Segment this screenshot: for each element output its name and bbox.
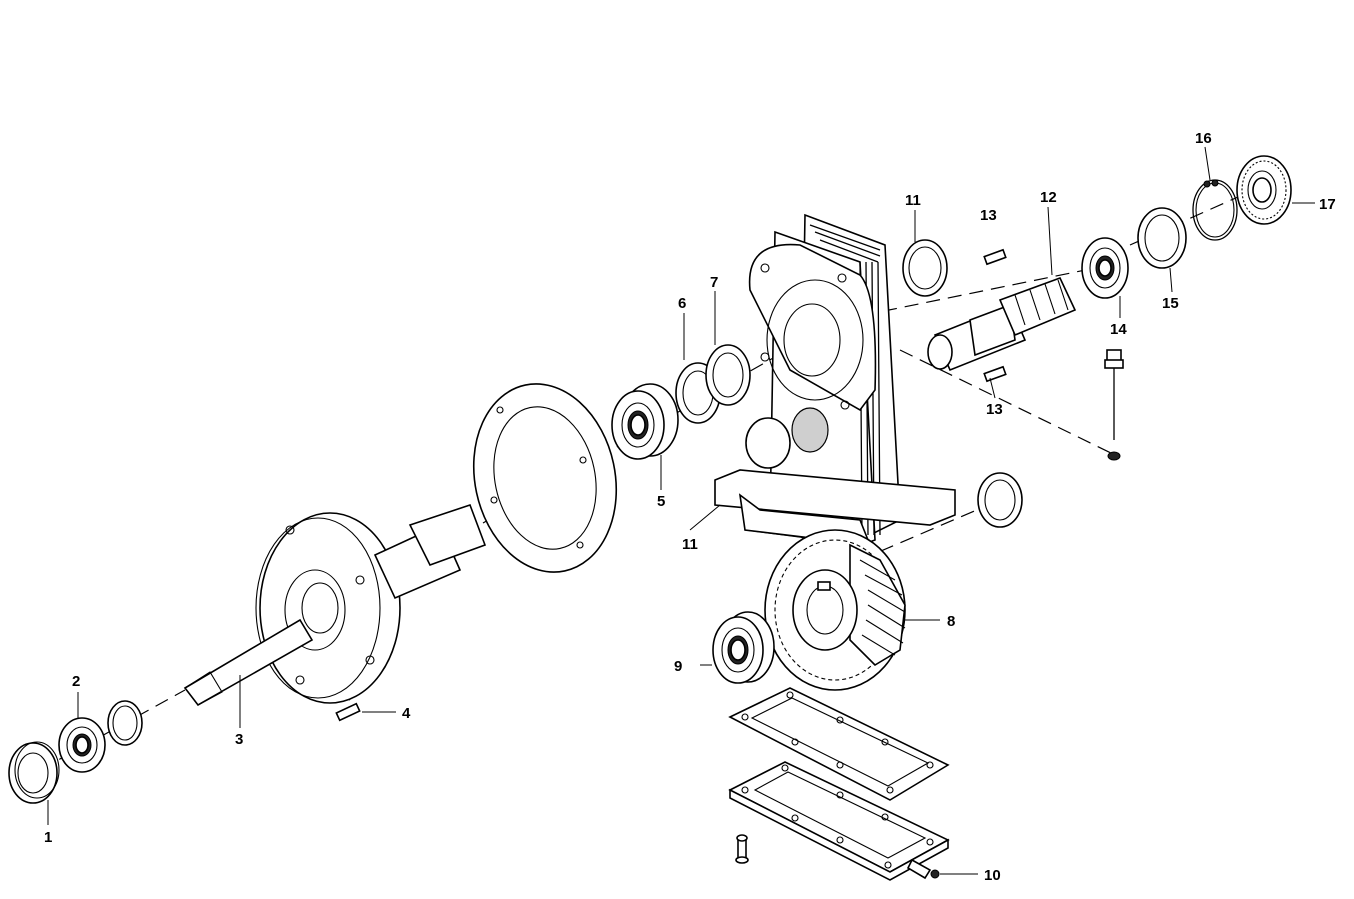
- part-1-oil-seal: [8, 741, 60, 804]
- part-11-ring-lower: [977, 472, 1023, 528]
- label-part-14: 14: [1110, 321, 1127, 338]
- label-part-5: 5: [657, 493, 665, 510]
- bottom-cover-plate: [728, 761, 950, 881]
- dipstick-plug: [1104, 349, 1124, 461]
- part-5-roller-bearing: [611, 383, 679, 460]
- label-part-4: 4: [402, 705, 411, 722]
- label-part-16: 16: [1195, 130, 1212, 147]
- part-17-oil-seal: [1236, 155, 1292, 225]
- part-10-bolts: [735, 834, 940, 880]
- cover-gasket-plate: [728, 687, 950, 801]
- part-15-spacer-ring: [1137, 207, 1187, 269]
- label-part-17: 17: [1319, 196, 1336, 213]
- part-14-bearing: [1081, 237, 1129, 299]
- label-part-11-lower: 11: [682, 536, 698, 553]
- part-3-input-shaft-flange: [183, 503, 487, 707]
- part-4-key: [335, 702, 361, 722]
- part-8-gear: [764, 529, 906, 691]
- part-9-roller-bearing: [712, 611, 775, 684]
- label-part-12: 12: [1040, 189, 1057, 206]
- part-12-output-shaft: [927, 276, 1077, 372]
- part-7-shim-ring: [705, 344, 751, 406]
- part-13-key-lower: [983, 365, 1007, 383]
- label-part-6: 6: [678, 295, 686, 312]
- leader-lines: [47, 146, 1315, 875]
- callout-labels: 1 2 3 4 5 6 7 8 9 10 11 11 12 13 13 14 1…: [44, 130, 1336, 884]
- small-o-ring: [107, 700, 143, 746]
- label-part-11-upper: 11: [905, 192, 921, 209]
- label-part-13-upper: 13: [980, 207, 997, 224]
- part-16-circlip: [1192, 179, 1238, 241]
- label-part-3: 3: [235, 731, 243, 748]
- label-part-1: 1: [44, 829, 52, 846]
- label-part-7: 7: [710, 274, 718, 291]
- label-part-8: 8: [947, 613, 955, 630]
- label-part-13-lower: 13: [986, 401, 1003, 418]
- flange-gasket: [472, 383, 618, 573]
- part-2-bearing: [58, 717, 106, 773]
- label-part-2: 2: [72, 673, 80, 690]
- label-part-15: 15: [1162, 295, 1179, 312]
- label-part-10: 10: [984, 867, 1001, 884]
- part-11-ring-upper: [902, 239, 948, 297]
- part-13-key-upper: [983, 248, 1007, 266]
- label-part-9: 9: [674, 658, 682, 675]
